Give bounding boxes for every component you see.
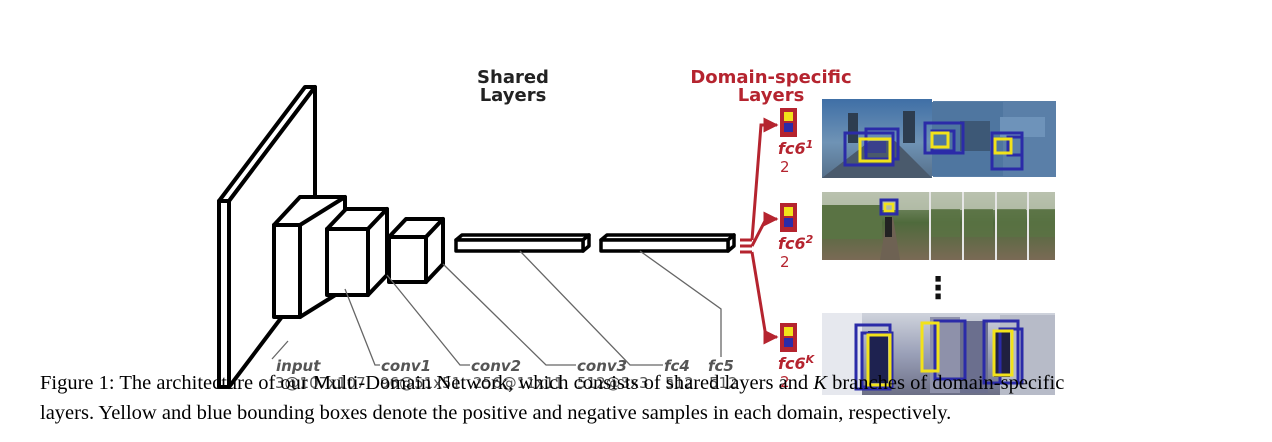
branch-superscript-k: K [806, 353, 816, 366]
layer-dims-conv3: 512@3x3 [577, 374, 649, 392]
branch-arrows [740, 117, 779, 345]
branch-arrow-2 [750, 211, 779, 247]
input-leader-line [271, 340, 289, 360]
fc6-node-2 [780, 203, 797, 232]
domain-1-image-sequence [822, 99, 1056, 178]
branch-dims-k: 2 [780, 373, 790, 391]
fc5-layer-block [599, 233, 736, 253]
layer-name-fc5: fc5 [708, 357, 734, 375]
layer-name-conv1: conv1 [381, 357, 431, 375]
layer-dims-conv1: 96@51x51 [380, 374, 461, 392]
branch-arrow-k [750, 251, 779, 345]
layer-name-conv2: conv2 [471, 357, 521, 375]
domain-2-image-sequence [822, 192, 1055, 260]
branch-superscript-1: 1 [806, 138, 814, 151]
shared-layers-heading-line2: Layers [480, 85, 547, 106]
layer-dims-fc4: 512 [665, 374, 694, 392]
branch-label-1: fc61 [778, 138, 813, 158]
caption-prefix: Figure 1: The architecture of our Multi-… [40, 372, 814, 394]
shared-layers-heading-line1: Shared [477, 67, 549, 88]
branch-dims-1: 2 [780, 158, 790, 176]
fc6-node-1 [780, 108, 797, 137]
domain-specific-heading-line2: Layers [738, 85, 805, 106]
layer-name-input: input [276, 357, 321, 375]
fc5-leader-line [639, 250, 722, 357]
domain-specific-heading-line1: Domain-specific [690, 67, 851, 88]
conv1-leader-line [344, 288, 380, 366]
branch-label-2: fc62 [778, 233, 814, 253]
caption-line-2: layers. Yellow and blue bounding boxes d… [40, 402, 952, 424]
layer-dims-fc5: 512 [709, 374, 738, 392]
conv3-leader-line [442, 263, 576, 366]
fc4-leader-line [519, 250, 663, 366]
conv2-leader-line [386, 274, 470, 366]
layer-dims-conv2: 256@11x11 [473, 374, 564, 392]
caption-line-1: Figure 1: The architecture of our Multi-… [40, 368, 1265, 398]
caption-suffix: branches of domain-specific [826, 372, 1065, 394]
fc6-node-k [780, 323, 797, 352]
figure-caption: Figure 1: The architecture of our Multi-… [40, 368, 1265, 428]
label-leader-lines [271, 250, 722, 366]
fc4-layer-block [454, 233, 591, 253]
branch-arrow-1 [750, 117, 779, 241]
caption-k-symbol: K [813, 372, 827, 394]
conv2-layer-block [325, 207, 389, 297]
layer-name-fc4: fc4 [664, 357, 690, 375]
branch-label-k: fc6K [778, 353, 816, 373]
more-domains-ellipsis: ⋮ [923, 271, 953, 306]
branch-superscript-2: 2 [806, 233, 814, 246]
layer-dims-input: 3@107x107 [275, 374, 366, 392]
branch-dims-2: 2 [780, 253, 790, 271]
layer-name-conv3: conv3 [577, 357, 627, 375]
domain-k-image-sequence [822, 313, 1055, 395]
conv3-layer-block [387, 217, 445, 284]
